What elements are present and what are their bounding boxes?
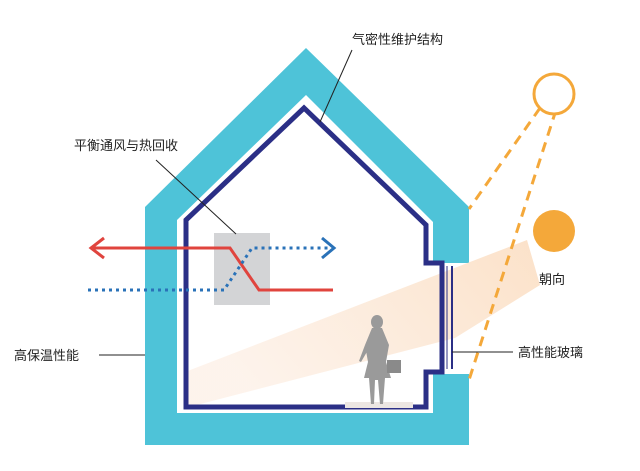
- leader-airtight: [319, 49, 353, 123]
- label-high-performance-glass: 高性能玻璃: [518, 345, 583, 361]
- person-silhouette-icon: [345, 315, 413, 408]
- label-orientation: 朝向: [539, 272, 565, 288]
- sun-winter-icon: [533, 210, 575, 252]
- leader-heat-recovery: [155, 159, 237, 235]
- heat-exchanger-box: [214, 233, 270, 305]
- supply-arrowhead-icon: [321, 236, 337, 260]
- label-airtight-envelope: 气密性维护结构: [352, 32, 443, 48]
- airtight-layer: [183, 104, 445, 410]
- label-heat-recovery: 平衡通风与热回收: [74, 139, 178, 154]
- exhaust-air-line: [92, 246, 333, 292]
- exhaust-arrowhead-icon: [88, 236, 105, 260]
- supply-air-line: [88, 246, 328, 292]
- sun-summer-icon: [532, 72, 576, 116]
- summer-sun-ray: [467, 107, 542, 210]
- label-high-insulation: 高保温性能: [14, 348, 79, 364]
- summer-sun-ray-2: [467, 109, 558, 381]
